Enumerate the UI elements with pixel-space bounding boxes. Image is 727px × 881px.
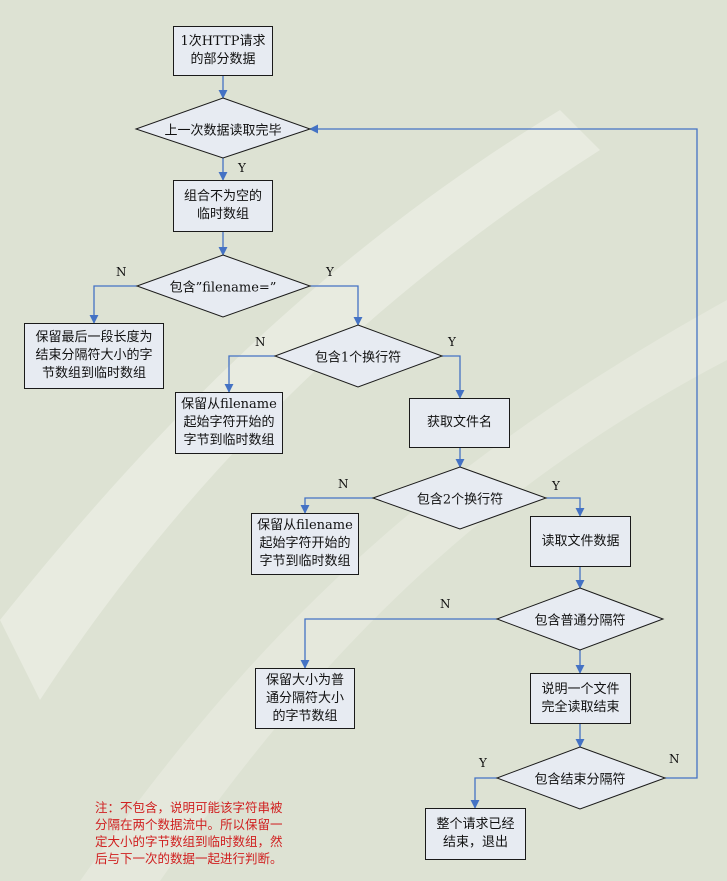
process-finish: 整个请求已经 结束，退出 <box>425 808 526 860</box>
decision-one-newline-label: 包含1个换行符 <box>314 350 402 366</box>
process-keep-from-filename-2: 保留从filename 起始字符开始的 字节到临时数组 <box>251 513 359 575</box>
edge-filename-yes <box>310 285 363 326</box>
decision-two-newlines-label: 包含2个换行符 <box>416 492 504 508</box>
decision-two-newlines <box>371 466 548 530</box>
edge-one-newline-no <box>224 355 275 393</box>
decision-normal-sep-label: 包含普通分隔符 <box>534 613 626 629</box>
decision-end-sep <box>495 746 667 810</box>
process-keep-normal-sep: 保留大小为普 通分隔符大小 的字节数组 <box>255 668 355 729</box>
edge-two-newlines-yes <box>546 497 585 517</box>
edge-normal-sep-no <box>300 618 497 669</box>
edge-two-newlines-no <box>300 497 373 514</box>
branch-label-yes: Y <box>552 479 560 493</box>
process-file-done: 说明一个文件 完全读取结束 <box>530 673 631 724</box>
process-start: 1次HTTP请求 的部分数据 <box>173 26 273 76</box>
decision-has-filename <box>135 254 312 318</box>
process-read-file: 读取文件数据 <box>530 516 631 567</box>
branch-label-no: N <box>440 597 451 611</box>
branch-label-no: N <box>338 477 349 491</box>
process-get-filename: 获取文件名 <box>409 398 510 448</box>
branch-label-yes: Y <box>479 756 487 770</box>
decision-normal-sep <box>495 587 665 651</box>
edge-one-newline-yes <box>442 355 465 399</box>
decision-has-filename-label: 包含”filename=” <box>169 280 277 296</box>
decision-end-sep-label: 包含结束分隔符 <box>534 772 626 788</box>
footnote: 注：不包含，说明可能该字符串被 分隔在两个数据流中。所以保留一 定大小的字节数组… <box>95 800 283 866</box>
branch-label-no: N <box>669 752 680 766</box>
edge-end-sep-no-loop <box>309 124 698 779</box>
branch-label-no: N <box>116 265 127 279</box>
branch-label-yes: Y <box>448 335 456 349</box>
branch-label-yes: Y <box>326 265 334 279</box>
process-combine: 组合不为空的 临时数组 <box>173 180 273 232</box>
edge-end-sep-yes <box>470 777 497 809</box>
edge-filename-no <box>89 285 137 324</box>
decision-read-done-label: 上一次数据读取完毕 <box>164 123 282 139</box>
decision-one-newline <box>273 324 444 388</box>
decision-read-done <box>134 97 312 159</box>
process-keep-from-filename-1: 保留从filename 起始字符开始的 字节到临时数组 <box>175 392 283 454</box>
branch-label-no: N <box>255 335 266 349</box>
branch-label-yes: Y <box>238 161 246 175</box>
process-keep-last: 保留最后一段长度为 结束分隔符大小的字 节数组到临时数组 <box>24 323 164 389</box>
